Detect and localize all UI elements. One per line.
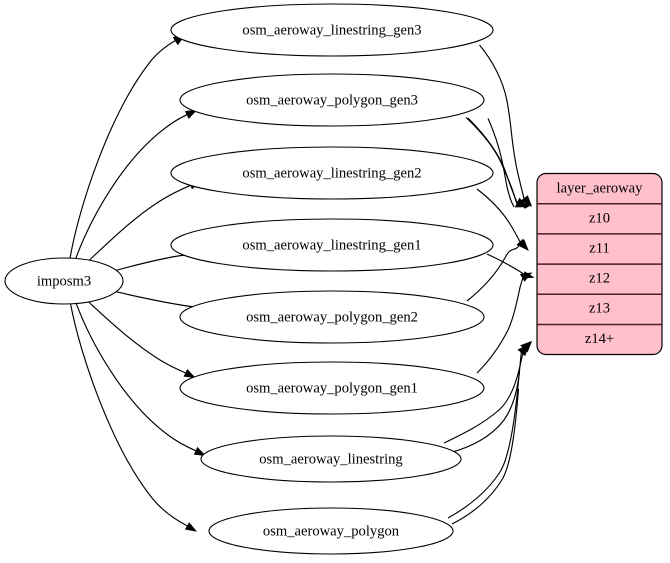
table-row-z12[interactable]: z12 <box>589 270 610 286</box>
node-osm_aeroway_linestring_gen3[interactable]: osm_aeroway_linestring_gen3 <box>170 3 494 57</box>
table-row-z14plus[interactable]: z14+ <box>585 331 614 347</box>
table-row-z11[interactable]: z11 <box>589 240 610 256</box>
table-row-z10[interactable]: z10 <box>589 210 610 226</box>
node-osm_aeroway_polygon_gen2[interactable]: osm_aeroway_polygon_gen2 <box>179 290 485 344</box>
edge-imposm3-to-polygon-gen3 <box>74 109 198 260</box>
table-row-z13[interactable]: z13 <box>589 300 610 316</box>
edge-polygon-to-z14plus <box>447 344 530 519</box>
table-row-header-layer-aeroway: layer_aeroway <box>557 180 644 196</box>
node-label: imposm3 <box>37 273 91 289</box>
node-osm_aeroway_linestring[interactable]: osm_aeroway_linestring <box>200 435 462 483</box>
node-label: osm_aeroway_polygon <box>263 523 400 539</box>
node-label: osm_aeroway_linestring <box>259 451 403 467</box>
edge-imposm3-to-polygon-gen1 <box>86 300 196 378</box>
node-label: osm_aeroway_linestring_gen3 <box>242 22 421 38</box>
edge-polygon-gen1-to-z12 <box>476 272 533 374</box>
node-label: osm_aeroway_linestring_gen1 <box>242 237 421 253</box>
edge-polygon-gen2-to-z11 <box>466 238 529 302</box>
node-imposm3[interactable]: imposm3 <box>4 257 124 305</box>
edge-polygon-gen3-to-z10-curve <box>467 117 528 208</box>
edge-imposm3-to-linestring <box>75 302 206 456</box>
node-layer_aeroway-table[interactable]: layer_aeroway z10 z11 z12 z13 z14+ <box>536 172 663 356</box>
edge-group-to-layer-aeroway <box>443 44 535 525</box>
node-osm_aeroway_polygon_gen3[interactable]: osm_aeroway_polygon_gen3 <box>179 73 485 127</box>
node-label: osm_aeroway_polygon_gen3 <box>246 92 418 108</box>
node-osm_aeroway_linestring_gen1[interactable]: osm_aeroway_linestring_gen1 <box>170 218 494 272</box>
node-label: osm_aeroway_polygon_gen2 <box>246 309 418 325</box>
node-label: osm_aeroway_linestring_gen2 <box>242 165 421 181</box>
node-label: osm_aeroway_polygon_gen1 <box>246 380 418 396</box>
edge-imposm3-to-polygon <box>69 303 198 532</box>
node-osm_aeroway_linestring_gen2[interactable]: osm_aeroway_linestring_gen2 <box>170 146 494 200</box>
node-osm_aeroway_polygon[interactable]: osm_aeroway_polygon <box>208 507 454 555</box>
edge-linestring-gen3-to-z10 <box>479 44 533 207</box>
node-osm_aeroway_polygon_gen1[interactable]: osm_aeroway_polygon_gen1 <box>179 361 485 415</box>
source-node-group: osm_aeroway_linestring_gen3 osm_aeroway_… <box>170 3 494 555</box>
edge-secondary-curves <box>448 118 521 525</box>
